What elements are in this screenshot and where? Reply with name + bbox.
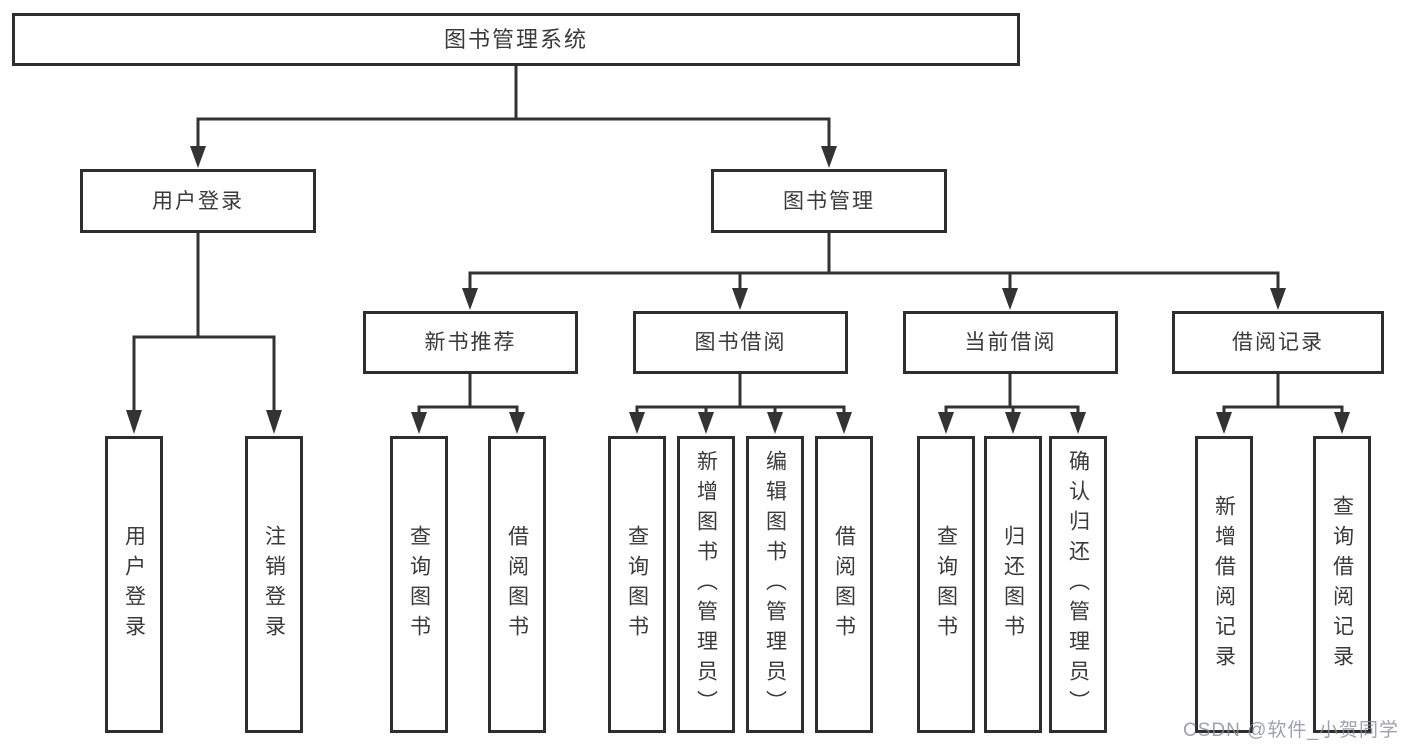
node-query-borrow-record: 查询借阅记录 <box>1313 436 1371 733</box>
node-query-books-current: 查询图书 <box>917 436 975 733</box>
node-user-login-action: 用户登录 <box>105 436 163 733</box>
node-borrow-books-action: 借阅图书 <box>815 436 873 733</box>
node-return-books: 归还图书 <box>984 436 1042 733</box>
node-query-books-recommend: 查询图书 <box>390 436 448 733</box>
node-user-login: 用户登录 <box>80 169 316 233</box>
node-book-borrowing: 图书借阅 <box>633 311 848 374</box>
node-new-book-recommendation: 新书推荐 <box>363 311 578 374</box>
node-borrowing-records: 借阅记录 <box>1172 311 1384 374</box>
node-current-borrowing: 当前借阅 <box>903 311 1118 374</box>
node-confirm-return-admin: 确认归还（管理员） <box>1049 436 1107 733</box>
csdn-watermark: CSDN @软件_小贺同学 <box>1183 720 1399 741</box>
node-borrow-books-recommend: 借阅图书 <box>488 436 546 733</box>
node-book-management: 图书管理 <box>711 169 947 233</box>
node-edit-books-admin: 编辑图书（管理员） <box>746 436 804 733</box>
node-add-books-admin: 新增图书（管理员） <box>677 436 735 733</box>
arrowheads <box>126 146 1350 434</box>
node-add-borrow-record: 新增借阅记录 <box>1195 436 1253 733</box>
node-query-books-borrow: 查询图书 <box>608 436 666 733</box>
node-logout-action: 注销登录 <box>245 436 303 733</box>
node-library-management-system: 图书管理系统 <box>12 13 1020 66</box>
